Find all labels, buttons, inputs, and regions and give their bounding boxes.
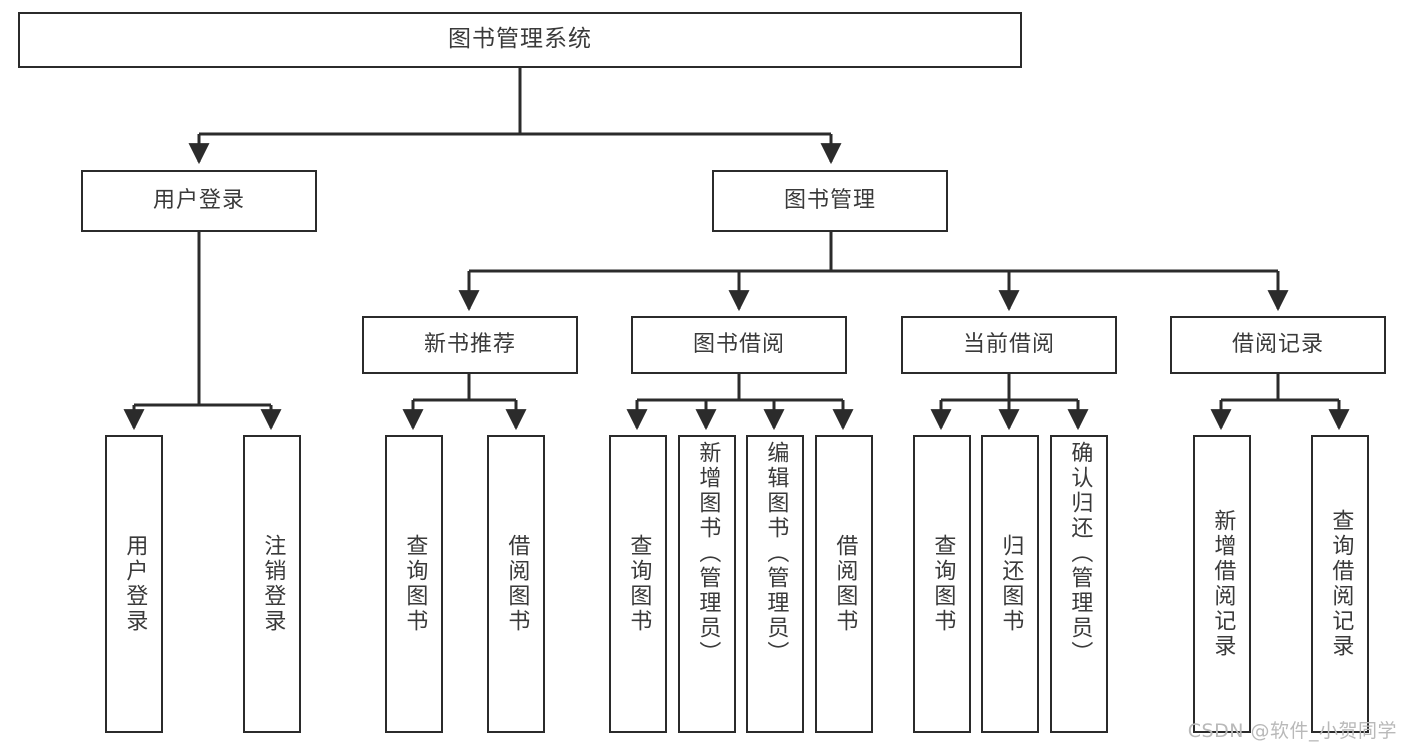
node-label: 编辑图书（管理员） bbox=[763, 441, 789, 666]
node-label: 图书管理系统 bbox=[448, 26, 592, 53]
leaf-user-login[interactable]: 用户登录 bbox=[105, 435, 163, 733]
leaf-query-borrow-record[interactable]: 查询借阅记录 bbox=[1311, 435, 1369, 733]
leaf-query-book-current[interactable]: 查询图书 bbox=[913, 435, 971, 733]
node-label: 当前借阅 bbox=[962, 332, 1055, 358]
node-label: 确认归还（管理员） bbox=[1067, 441, 1093, 666]
node-label: 图书借阅 bbox=[692, 332, 785, 358]
node-user-login[interactable]: 用户登录 bbox=[81, 170, 317, 232]
node-label: 用户登录 bbox=[152, 188, 245, 214]
node-new-book-recommend[interactable]: 新书推荐 bbox=[362, 316, 578, 374]
leaf-add-borrow-record[interactable]: 新增借阅记录 bbox=[1193, 435, 1251, 733]
leaf-edit-book-admin[interactable]: 编辑图书（管理员） bbox=[746, 435, 804, 733]
node-borrow-record[interactable]: 借阅记录 bbox=[1170, 316, 1386, 374]
node-label: 查询图书 bbox=[930, 534, 956, 634]
leaf-query-book-recommend[interactable]: 查询图书 bbox=[385, 435, 443, 733]
node-label: 查询借阅记录 bbox=[1328, 509, 1354, 659]
node-label: 注销登录 bbox=[260, 534, 286, 634]
node-label: 图书管理 bbox=[783, 188, 876, 214]
leaf-add-book-admin[interactable]: 新增图书（管理员） bbox=[678, 435, 736, 733]
node-current-borrow[interactable]: 当前借阅 bbox=[901, 316, 1117, 374]
node-label: 归还图书 bbox=[998, 534, 1024, 634]
node-label: 新增图书（管理员） bbox=[695, 441, 721, 666]
node-label: 借阅图书 bbox=[504, 534, 530, 634]
node-label: 借阅记录 bbox=[1231, 332, 1324, 358]
node-book-management[interactable]: 图书管理 bbox=[712, 170, 948, 232]
leaf-logout[interactable]: 注销登录 bbox=[243, 435, 301, 733]
node-label: 新增借阅记录 bbox=[1210, 509, 1236, 659]
node-book-borrow[interactable]: 图书借阅 bbox=[631, 316, 847, 374]
node-root-book-management-system[interactable]: 图书管理系统 bbox=[18, 12, 1022, 68]
node-label: 用户登录 bbox=[122, 534, 148, 634]
leaf-query-book-borrow[interactable]: 查询图书 bbox=[609, 435, 667, 733]
leaf-borrow-book-recommend[interactable]: 借阅图书 bbox=[487, 435, 545, 733]
node-label: 查询图书 bbox=[626, 534, 652, 634]
node-label: 借阅图书 bbox=[832, 534, 858, 634]
node-label: 新书推荐 bbox=[423, 332, 516, 358]
leaf-confirm-return-admin[interactable]: 确认归还（管理员） bbox=[1050, 435, 1108, 733]
leaf-return-book[interactable]: 归还图书 bbox=[981, 435, 1039, 733]
leaf-borrow-book[interactable]: 借阅图书 bbox=[815, 435, 873, 733]
node-label: 查询图书 bbox=[402, 534, 428, 634]
